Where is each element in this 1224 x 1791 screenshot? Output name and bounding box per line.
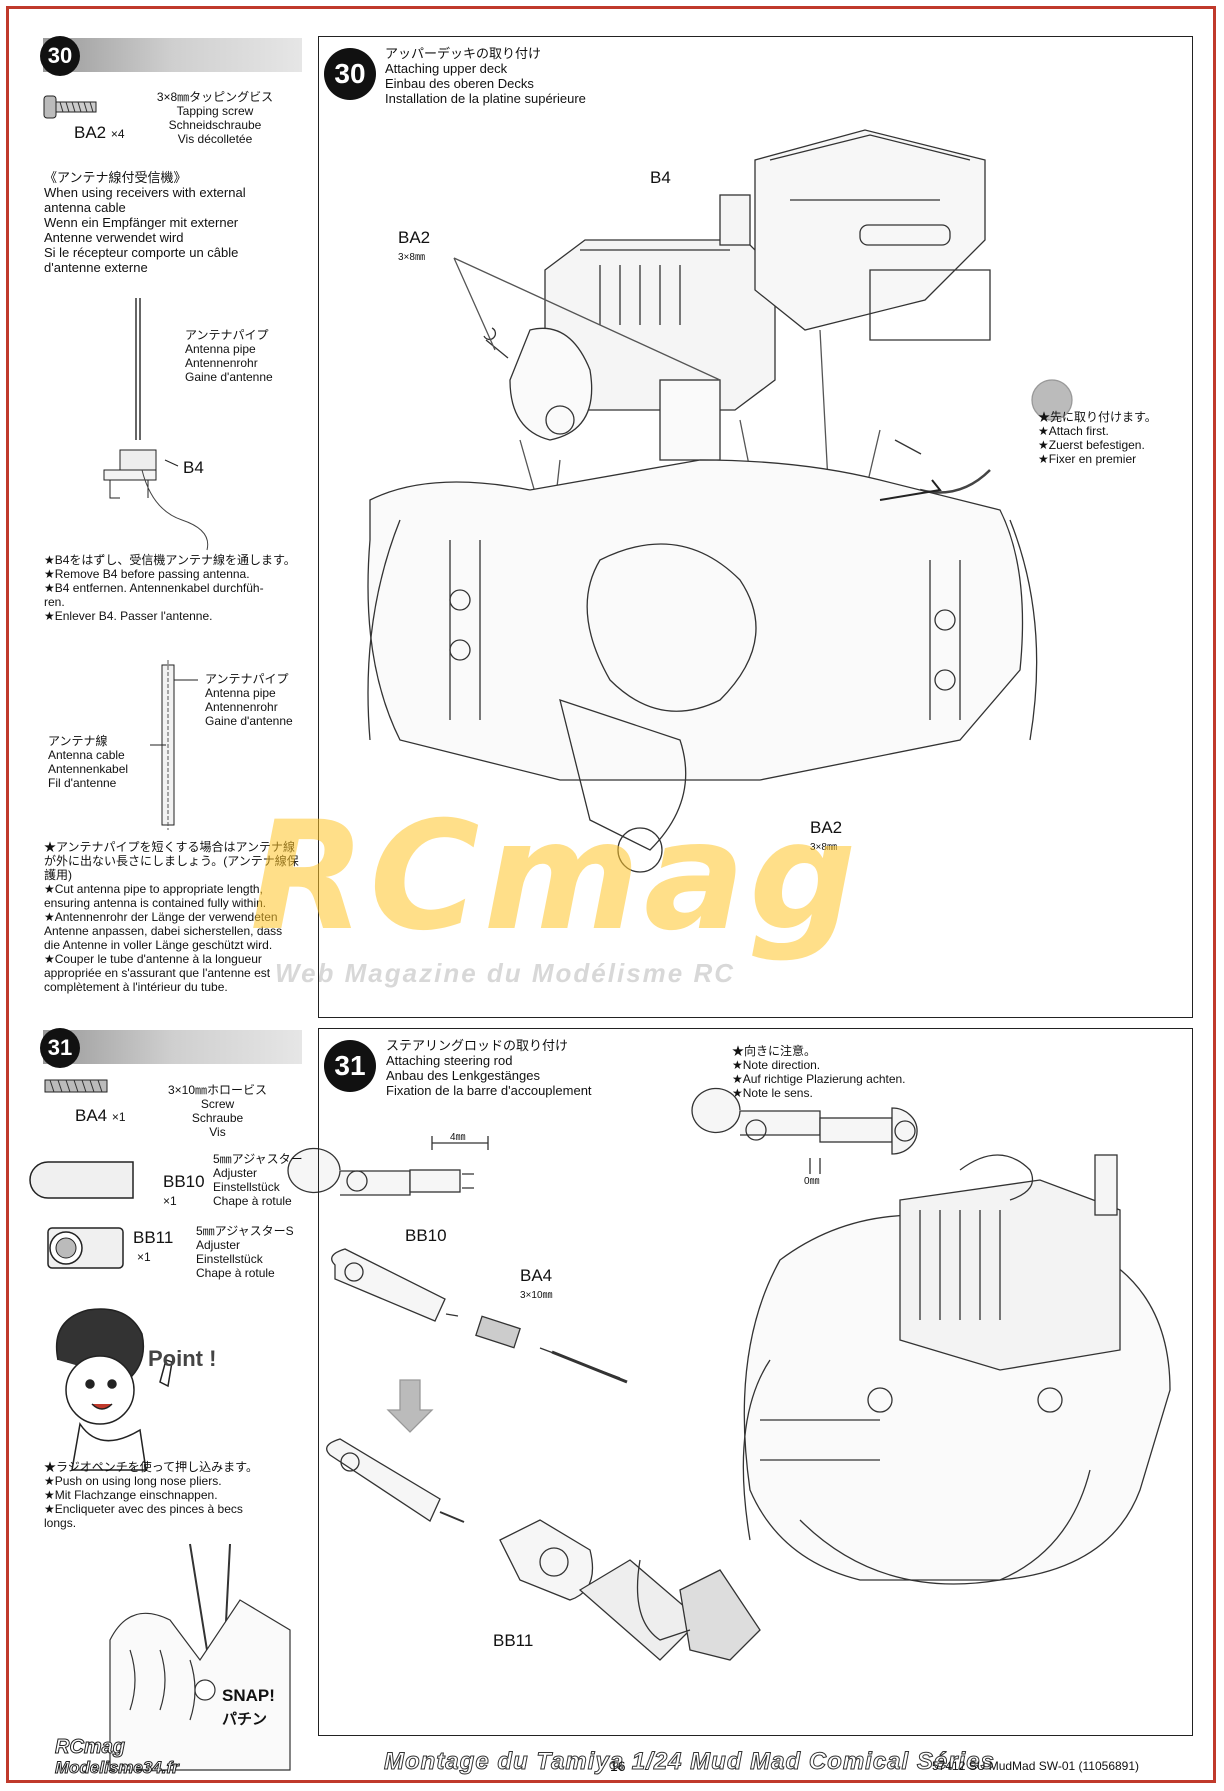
ba4-qty: ×1 <box>111 1110 126 1124</box>
model-code: 57412 SU MudMad SW-01 (11056891) <box>932 1759 1140 1773</box>
antenna-pipe-label: アンテナパイプ Antenna pipe Antennenrohr Gaine … <box>185 328 273 384</box>
direction-note: ★向きに注意。 ★Note direction. ★Auf richtige P… <box>732 1044 906 1100</box>
bb10-part-code: BB10 <box>163 1172 205 1191</box>
bb10-part-description: 5㎜アジャスター Adjuster Einstellstück Chape à … <box>213 1152 303 1208</box>
step-31-title: ステアリングロッドの取り付け Attaching steering rod An… <box>386 1038 592 1098</box>
bb10-adjuster-icon <box>29 1161 134 1199</box>
bb11-adjuster-icon <box>47 1227 124 1269</box>
bb11-qty: ×1 <box>137 1250 151 1264</box>
ba2-screw-icon <box>43 95 97 119</box>
rcmag-watermark-tagline: Web Magazine du Modélisme RC <box>275 958 736 988</box>
step-31-panel <box>318 1028 1193 1736</box>
antenna-cable-label: アンテナ線 Antenna cable Antennenkabel Fil d'… <box>48 734 129 790</box>
step-31-main-badge: 31 <box>324 1040 376 1092</box>
bb10-callout: BB10 <box>405 1226 447 1245</box>
b4-callout: B4 <box>650 168 671 187</box>
ba2-part-code: BA2 ×4 <box>74 123 125 143</box>
ba2-code-text: BA2 <box>74 123 107 142</box>
step-30-chassis-drawing <box>367 129 1073 873</box>
ba2-part-description: 3×8㎜タッピングビス Tapping screw Schneidschraub… <box>156 90 274 146</box>
bb11-callout: BB11 <box>493 1631 534 1650</box>
ba2-qty: ×4 <box>110 127 125 141</box>
ba4-part-code: BA4 ×1 <box>75 1106 126 1126</box>
point-heading: Point ! <box>148 1346 217 1371</box>
b4-label: B4 <box>183 458 204 477</box>
ba4-code-text: BA4 <box>75 1106 108 1125</box>
dim-0mm-label: 0㎜ <box>804 1176 820 1187</box>
step-30-panel <box>318 36 1193 1018</box>
page-frame <box>6 6 1216 1783</box>
antenna-pipe-cut-drawing <box>150 660 198 830</box>
ba2-callout-top-size: 3×8㎜ <box>398 252 425 263</box>
rcmag-logo: RCmag <box>54 1736 126 1759</box>
step-30-header-bar <box>43 38 302 72</box>
receiver-antenna-note: 《アンテナ線付受信機》 When using receivers with ex… <box>44 170 246 275</box>
pliers-note: ★ラジオペンチを使って押し込みます。 ★Push on using long n… <box>44 1460 258 1530</box>
antenna-pipe-label-2: アンテナパイプ Antenna pipe Antennenrohr Gaine … <box>205 672 293 728</box>
snap-label: SNAP! <box>222 1686 275 1705</box>
step-31-header-bar <box>43 1030 302 1064</box>
footer-watermark-title: Montage du Tamiya 1/24 Mud Mad Comical S… <box>384 1748 995 1776</box>
dim-4mm-label: 4㎜ <box>450 1132 466 1143</box>
step-31-badge: 31 <box>40 1028 80 1068</box>
ba4-part-description: 3×10㎜ホロービス Screw Schraube Vis <box>167 1083 268 1139</box>
modelisme34-logo: Modelisme34.fr <box>55 1758 180 1778</box>
bb10-qty: ×1 <box>163 1194 177 1208</box>
antenna-pipe-drawing <box>103 298 209 551</box>
ba4-callout: BA4 <box>520 1266 553 1285</box>
attach-first-note: ★先に取り付けます。 ★Attach first. ★Zuerst befest… <box>1038 410 1157 466</box>
ba2-callout-bottom: BA2 <box>810 818 843 837</box>
step-30-title: アッパーデッキの取り付け Attaching upper deck Einbau… <box>385 46 586 106</box>
boy-mascot-illustration <box>55 1308 173 1471</box>
bb11-part-code: BB11 <box>133 1228 174 1247</box>
bb11-part-description: 5㎜アジャスターS Adjuster Einstellstück Chape à… <box>196 1224 294 1280</box>
rcmag-watermark: RCmag <box>250 790 861 964</box>
ba2-callout-top: BA2 <box>398 228 431 247</box>
step-30-main-badge: 30 <box>324 48 376 100</box>
step-31-rod-drawing <box>287 1087 1171 1661</box>
remove-b4-note: ★B4をはずし、受信機アンテナ線を通します。 ★Remove B4 before… <box>44 553 296 623</box>
cut-antenna-note: ★アンテナパイプを短くする場合はアンテナ線が外に出ない長さにしましょう。(アンテ… <box>44 840 299 994</box>
step-30-badge: 30 <box>40 36 80 76</box>
snap-label-jp: パチン <box>222 1711 268 1728</box>
page-number: 16 <box>610 1758 626 1774</box>
pliers-snap-drawing <box>109 1543 291 1771</box>
ba4-callout-size: 3×10㎜ <box>520 1290 553 1301</box>
ba2-callout-bottom-size: 3×8㎜ <box>810 842 837 853</box>
ba4-screw-icon <box>44 1079 108 1093</box>
